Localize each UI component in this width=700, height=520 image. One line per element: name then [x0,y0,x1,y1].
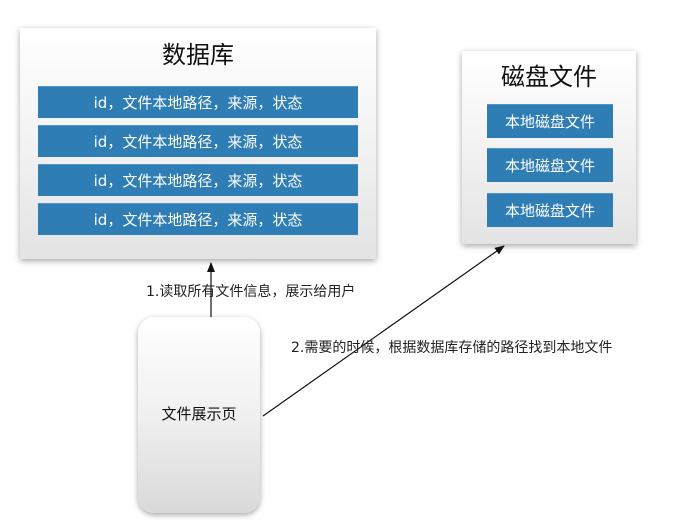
find-arrow [262,245,505,417]
disk-file-item: 本地磁盘文件 [487,148,613,182]
disk-file-item: 本地磁盘文件 [487,104,613,138]
database-record: id，文件本地路径，来源，状态 [38,164,358,196]
database-record: id，文件本地路径，来源，状态 [38,125,358,157]
file-display-page-label: 文件展示页 [161,405,237,423]
database-title: 数据库 [162,41,234,69]
disk-files-panel: 磁盘文件 本地磁盘文件 本地磁盘文件 本地磁盘文件 [462,51,636,244]
find-arrow-label: 2.需要的时候，根据数据库存储的路径找到本地文件 [291,340,613,356]
disk-files-title: 磁盘文件 [501,63,597,91]
disk-file-item: 本地磁盘文件 [487,193,613,227]
file-display-page: 文件展示页 [138,317,260,513]
database-record: id，文件本地路径，来源，状态 [38,203,358,235]
database-panel: 数据库 id，文件本地路径，来源，状态 id，文件本地路径，来源，状态 id，文… [20,28,376,259]
read-arrow-label: 1.读取所有文件信息，展示给用户 [146,284,356,300]
database-record: id，文件本地路径，来源，状态 [38,86,358,118]
